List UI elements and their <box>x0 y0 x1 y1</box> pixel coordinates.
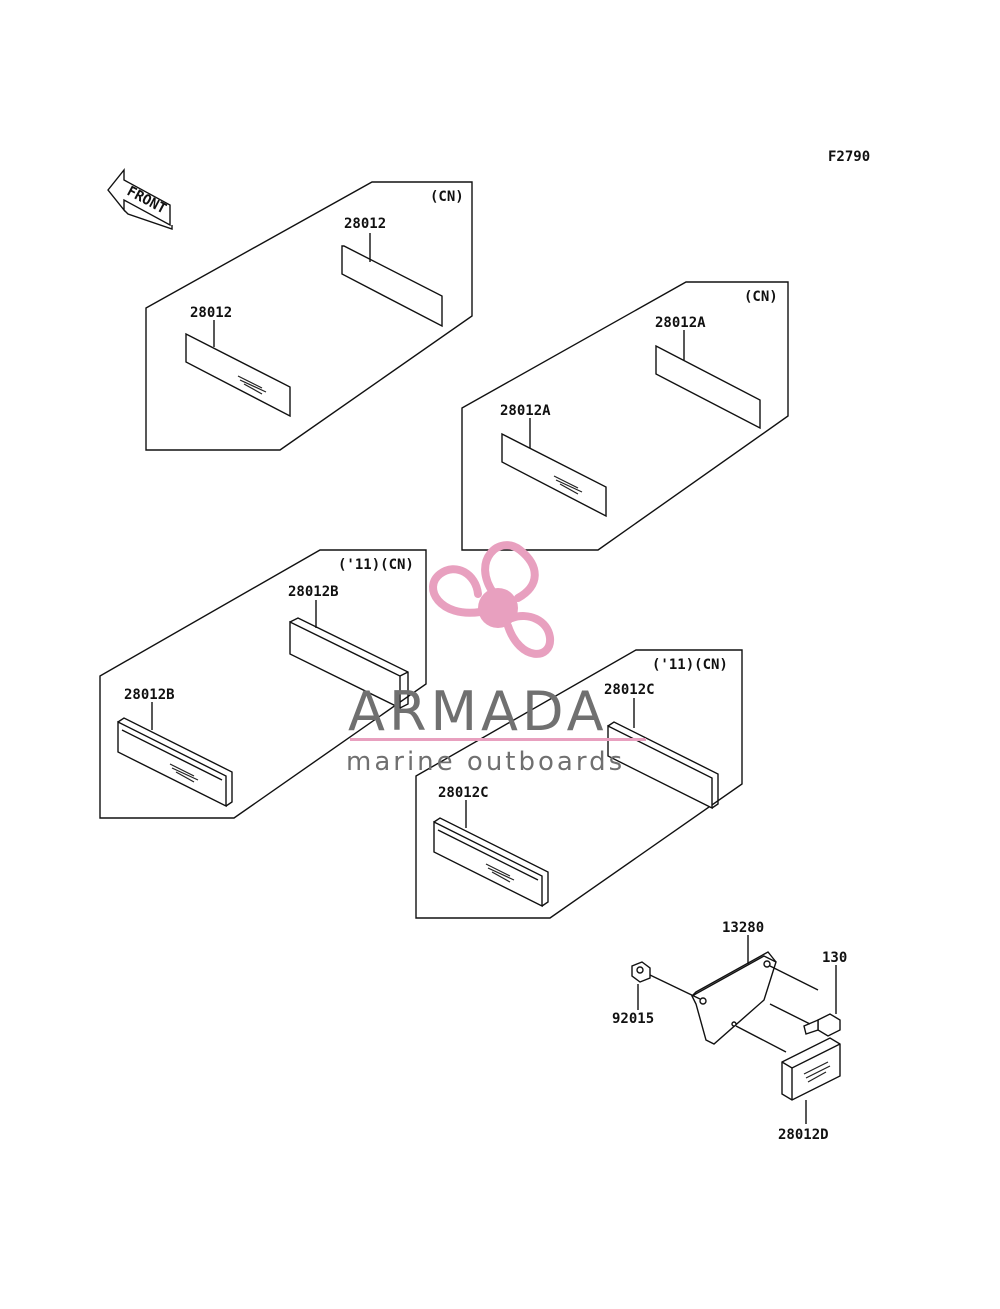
group-note: ('11)(CN) <box>338 557 414 573</box>
propeller-hub-icon <box>478 588 518 628</box>
group-28012a: (CN) 28012A 28012A <box>461 281 789 551</box>
decal-28012a-upper <box>655 344 761 430</box>
watermark-brand: ARMADA <box>348 680 608 743</box>
decal-logo-icon <box>485 863 515 883</box>
part-number: 28012A <box>655 315 706 331</box>
reflector-28012d <box>781 1037 841 1101</box>
bracket-13280 <box>691 955 777 1045</box>
figure-code: F2790 <box>828 149 870 165</box>
bracket-hole <box>731 1021 737 1027</box>
group-28012b: ('11)(CN) 28012B 28012B <box>99 549 427 819</box>
part-number: 130 <box>822 950 847 966</box>
watermark-tagline: marine outboards <box>346 747 625 777</box>
part-number: 13280 <box>722 920 764 936</box>
decal-logo-icon <box>169 763 199 783</box>
decal-logo-icon <box>237 375 267 395</box>
bolt-130 <box>803 1013 841 1037</box>
watermark-divider <box>350 738 646 741</box>
bracket-assembly: 13280 130 92015 28012D <box>612 920 847 1143</box>
part-number: 28012C <box>438 785 489 801</box>
part-number: 28012D <box>778 1127 829 1143</box>
group-28012: (CN) 28012 28012 <box>145 181 473 451</box>
watermark: ARMADA marine outboards <box>346 541 646 777</box>
part-number: 28012B <box>124 687 175 703</box>
part-number: 92015 <box>612 1011 654 1027</box>
part-number: 28012C <box>604 682 655 698</box>
part-number: 28012 <box>344 216 386 232</box>
propeller-logo-icon <box>429 541 554 658</box>
part-number: 28012 <box>190 305 232 321</box>
front-arrow-icon: FRONT <box>107 168 173 230</box>
part-number: 28012A <box>500 403 551 419</box>
group-note: ('11)(CN) <box>652 657 728 673</box>
nut-92015 <box>631 961 651 983</box>
group-note: (CN) <box>430 189 464 205</box>
decal-logo-icon <box>553 475 583 495</box>
bracket-hole <box>699 997 707 1005</box>
group-28012c: ('11)(CN) 28012C 28012C <box>415 649 743 919</box>
decal-28012-lower <box>185 332 291 418</box>
bracket-hole <box>763 960 771 968</box>
part-number: 28012B <box>288 584 339 600</box>
reflector-28012b-lower <box>117 720 227 808</box>
group-note: (CN) <box>744 289 778 305</box>
decal-28012a-lower <box>501 432 607 518</box>
decal-logo-icon <box>803 1061 831 1083</box>
decal-28012-upper <box>341 245 443 328</box>
reflector-28012c-lower <box>433 820 543 908</box>
